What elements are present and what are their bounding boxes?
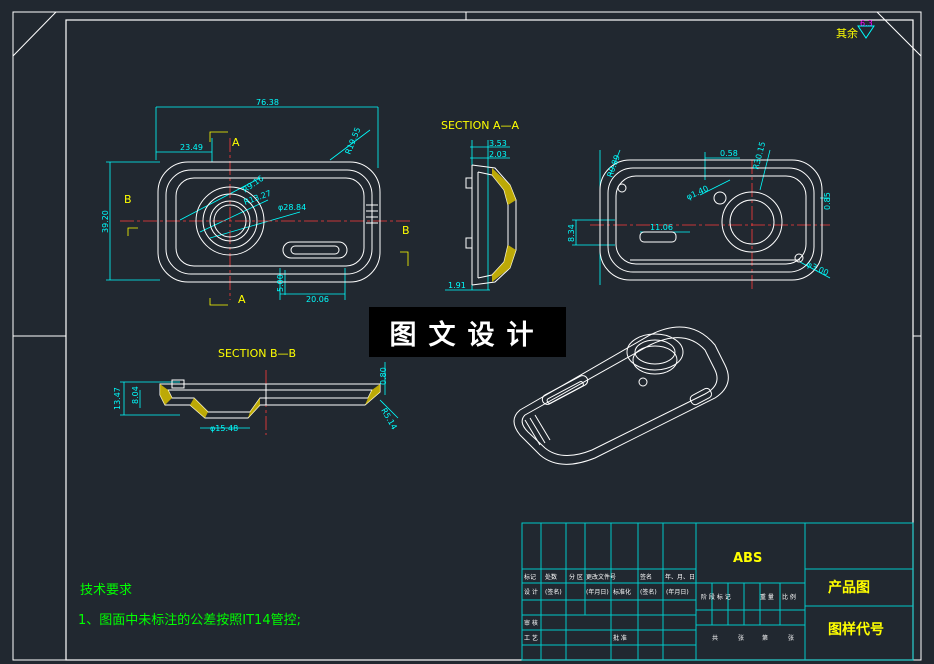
back-view: 0.58 R30.15 R0.89 φ1.40 8.34 11.06 0.85 …: [567, 141, 832, 290]
section-bb-title: SECTION B—B: [218, 347, 296, 360]
dim-width: 76.38: [256, 98, 279, 107]
roughness-label: 其余: [836, 26, 858, 40]
marker-b-right: B: [402, 224, 410, 237]
drawing-no-label: 图样代号: [828, 621, 884, 638]
tb-design-1: (签名): [545, 588, 562, 596]
tb-sheets-1: 张: [738, 634, 744, 642]
tb-mark-1: 处数: [545, 573, 557, 581]
aa-dim-1: 3.53: [489, 139, 507, 148]
back-dim-6: 11.06: [650, 223, 673, 232]
marker-b-left: B: [124, 193, 132, 206]
aa-dim-2: 2.03: [489, 150, 507, 159]
tb-stage-2: 比 例: [782, 593, 796, 601]
corner-marks: [12, 11, 922, 57]
tb-process: 工 艺: [524, 634, 538, 642]
dim-height: 39.20: [101, 210, 110, 233]
tb-design-3: 标准化: [613, 588, 631, 596]
title-block-text: ABS 产品图 图样代号 标记 处数 分 区 更改文件号 签名 年、月、日 设 …: [524, 551, 884, 642]
back-dim-5: 8.34: [567, 224, 576, 242]
isometric-view: [513, 326, 729, 465]
tb-mark-0: 标记: [524, 573, 536, 581]
section-aa-title: SECTION A—A: [441, 119, 519, 132]
dim-slot-w: 20.06: [306, 295, 329, 304]
tb-review: 审 核: [524, 619, 538, 627]
back-dim-1: 0.58: [720, 149, 738, 158]
material: ABS: [733, 551, 762, 566]
title-block: [521, 522, 914, 661]
tb-sheets-2: 第: [762, 634, 768, 642]
tb-sheets-3: 张: [788, 634, 794, 642]
tb-mark-4: 签名: [640, 573, 652, 581]
tb-mark-5: 年、月、日: [665, 573, 695, 581]
bb-dim-4: R5.14: [379, 407, 398, 432]
tb-design-4: (签名): [640, 588, 657, 596]
aa-dim-3: 1.91: [448, 281, 466, 290]
marker-a-top: A: [232, 136, 240, 149]
tb-design-2: (年月日): [586, 588, 609, 596]
bb-dim-5: 0.80: [379, 367, 388, 385]
back-dim-4: φ1.40: [685, 184, 710, 202]
tech-requirements: 技术要求 1、图面中未标注的公差按照IT14管控;: [78, 583, 301, 628]
front-view: 76.38 23.49 39.20 R19.55 R9.16 R13.27 φ2…: [101, 98, 410, 306]
tb-stage-1: 重 量: [760, 593, 774, 601]
back-dim-2: R30.15: [751, 141, 767, 171]
watermark-stamp: 图文设计: [369, 307, 566, 357]
tb-stage-0: 阶 段 标 记: [701, 593, 731, 601]
product-label: 产品图: [828, 579, 870, 596]
roughness-note: 其余 6.3: [836, 19, 875, 40]
tb-design-0: 设 计: [524, 588, 538, 596]
roughness-symbol: [857, 25, 875, 39]
tb-mark-2: 分 区: [569, 573, 583, 581]
inner-frame: [65, 19, 914, 661]
tb-mark-3: 更改文件号: [586, 573, 616, 581]
tb-design-5: (年月日): [666, 588, 689, 596]
section-bb-view: SECTION B—B 13.47 8.04 φ1: [113, 347, 399, 435]
watermark-text: 图文设计: [389, 319, 546, 351]
marker-a-bottom: A: [238, 293, 246, 306]
dim-offset: 23.49: [180, 143, 203, 152]
back-dim-3: R0.89: [605, 154, 621, 179]
back-dim-7: 0.85: [823, 192, 832, 210]
centering-marks: [13, 12, 921, 337]
tech-req-title: 技术要求: [80, 583, 132, 598]
dim-r-corner: R19.55: [344, 126, 363, 156]
roughness-value: 6.3: [860, 19, 873, 28]
tb-approve: 批 准: [613, 634, 627, 642]
dim-slot-h: 5.00: [276, 274, 285, 292]
dim-lens: φ28.84: [278, 203, 306, 212]
tech-req-line1: 1、图面中未标注的公差按照IT14管控;: [78, 612, 301, 628]
bb-dim-2: 8.04: [131, 386, 140, 404]
bb-dim-1: 13.47: [113, 387, 122, 410]
section-aa-view: SECTION A—A 3.53 2.03 1.91: [441, 119, 519, 291]
bb-dim-3: φ15.48: [210, 424, 238, 433]
tb-sheets-0: 共: [712, 634, 718, 642]
